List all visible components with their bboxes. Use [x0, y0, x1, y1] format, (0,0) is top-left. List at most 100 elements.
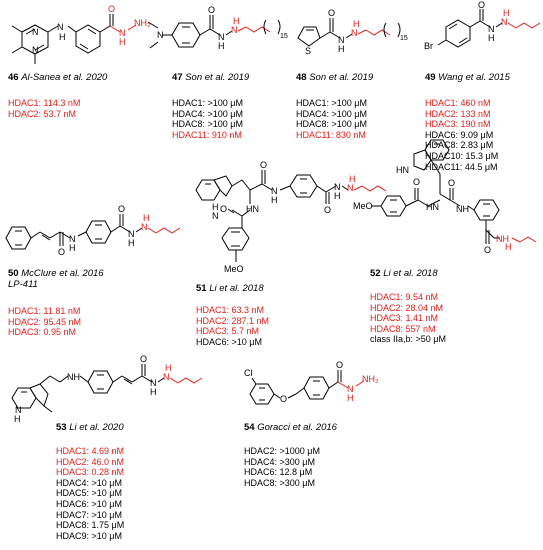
atom-n: N — [347, 384, 354, 394]
atom-o: O — [484, 245, 491, 255]
compound-number: 46 — [8, 72, 19, 83]
citation: Li et al. 2020 — [69, 422, 124, 433]
citation: Goracci et al. 2016 — [257, 422, 337, 433]
atom-n: N — [501, 17, 508, 27]
value-line: class IIa,b: >50 μM — [370, 334, 446, 345]
value-line: HDAC3: 0.95 nM — [8, 327, 77, 338]
value-line: HDAC7: >10 μM — [56, 509, 122, 520]
atom-n: N — [338, 35, 345, 45]
value-line: HDAC2: 133 nM — [425, 108, 491, 119]
atom-hn: HN — [246, 204, 259, 214]
atom-o: O — [260, 160, 267, 170]
atom-h: H — [119, 37, 126, 47]
atom-br: Br — [424, 41, 433, 51]
structure-49 — [437, 9, 541, 48]
atom-n: N — [32, 45, 39, 55]
atom-o: O — [448, 178, 455, 188]
citation: Li et al. 2018 — [209, 283, 264, 294]
atom-n: N — [218, 32, 225, 42]
structure-51 — [195, 170, 387, 262]
atom-n: N — [157, 30, 164, 40]
citation: Son et al. 2019 — [309, 72, 374, 83]
structure-47 — [147, 15, 281, 49]
atom-h: H — [212, 202, 219, 212]
atom-n: N — [57, 22, 64, 32]
atom-meo: MeO — [224, 264, 244, 274]
values-51: HDAC1: 63.3 nM HDAC2: 287.1 nM HDAC3: 5.… — [196, 305, 269, 347]
structure-46 — [11, 14, 137, 64]
atom-s: S — [305, 46, 311, 56]
value-line: HDAC2: 287.1 nM — [196, 315, 270, 326]
caption-52: 52 Li et al. 2018 — [370, 268, 438, 279]
value-line: HDAC2: 95.45 nM — [8, 316, 82, 327]
atom-o: O — [336, 360, 343, 370]
value-line: HDAC2: 53.7 nM — [8, 108, 77, 119]
value-line: HDAC4: >10 μM — [56, 477, 122, 488]
compound-number: 49 — [425, 72, 436, 83]
value-line: HDAC11: 910 nM — [172, 129, 242, 140]
structure-52 — [372, 139, 537, 244]
value-line: HDAC6: >10 μM — [196, 336, 262, 347]
atom-h: H — [69, 243, 76, 253]
chain-length-label: 15 — [400, 35, 408, 42]
value-line: HDAC1: 114.3 nM — [8, 98, 81, 108]
atom-n: N — [15, 405, 22, 415]
atom-n: N — [141, 222, 148, 232]
caption-53: 53 Li et al. 2020 — [56, 422, 124, 433]
atom-o: O — [220, 204, 227, 214]
structure-48 — [297, 18, 401, 47]
atom-h: H — [505, 242, 512, 252]
atom-o: O — [108, 4, 115, 14]
citation: Wang et al. 2015 — [438, 72, 510, 83]
compound-number: 48 — [296, 72, 307, 83]
structure-50 — [5, 214, 181, 250]
atom-h: H — [334, 191, 341, 201]
value-line: HDAC2: 28.04 nM — [370, 302, 444, 313]
value-line: HDAC3: 5.7 nM — [196, 326, 260, 337]
atom-h: H — [14, 414, 21, 424]
atom-hn: HN — [426, 202, 439, 212]
value-line: HDAC2: >1000 μM — [244, 446, 320, 456]
atom-o: O — [118, 204, 125, 214]
values-54: HDAC2: >1000 μM HDAC4: >300 μM HDAC6: 12… — [244, 446, 320, 488]
atom-h: H — [218, 41, 225, 51]
value-line: HDAC9: >10 μM — [56, 530, 122, 541]
caption-50: 50 McClure et al. 2016 LP-411 — [8, 268, 104, 290]
atom-nh: NH — [456, 204, 469, 214]
compound-code: LP-411 — [8, 279, 38, 290]
atom-n: N — [69, 234, 76, 244]
value-line: HDAC3: 190 nM — [425, 119, 491, 130]
value-line: HDAC1: 460 nM — [425, 98, 491, 108]
value-line: HDAC8: >300 μM — [244, 477, 315, 488]
atom-h: H — [143, 213, 150, 223]
atom-o: O — [140, 354, 147, 364]
values-52: HDAC1: 9.54 nM HDAC2: 28.04 nM HDAC3: 1.… — [370, 292, 446, 345]
compound-number: 53 — [56, 422, 67, 433]
compound-number: 52 — [370, 268, 381, 279]
value-line: HDAC8: >100 μM — [296, 119, 367, 130]
atom-n: N — [119, 28, 126, 38]
atom-h: H — [353, 19, 360, 29]
atom-h: H — [233, 16, 240, 26]
compound-number: 54 — [244, 422, 255, 433]
atom-h: H — [271, 195, 278, 205]
value-line: HDAC2: 46.0 nM — [56, 456, 125, 467]
values-47: HDAC1: >100 μM HDAC4: >100 μM HDAC8: >10… — [172, 98, 243, 140]
citation: Son et al. 2019 — [185, 72, 250, 83]
caption-46: 46 Al-Sanea et al. 2020 — [8, 72, 107, 83]
atom-o: O — [413, 177, 420, 187]
atom-h: H — [488, 33, 495, 43]
value-line: HDAC5: >10 μM — [56, 488, 122, 499]
value-line: HDAC11: 44.5 μM — [425, 161, 498, 172]
value-line: HDAC6: 9.09 μM — [425, 129, 494, 140]
atom-hn: HN — [396, 165, 409, 175]
compound-number: 50 — [8, 268, 19, 279]
value-line: HDAC8: 1.75 μM — [56, 520, 125, 531]
atom-n: N — [351, 28, 358, 38]
atom-h: H — [150, 387, 157, 397]
atom-h: H — [59, 32, 66, 42]
value-line: HDAC4: >300 μM — [244, 456, 315, 467]
atom-h: H — [338, 44, 345, 54]
values-49: HDAC1: 460 nM HDAC2: 133 nM HDAC3: 190 n… — [425, 98, 498, 172]
value-line: HDAC1: 9.54 nM — [370, 292, 439, 302]
